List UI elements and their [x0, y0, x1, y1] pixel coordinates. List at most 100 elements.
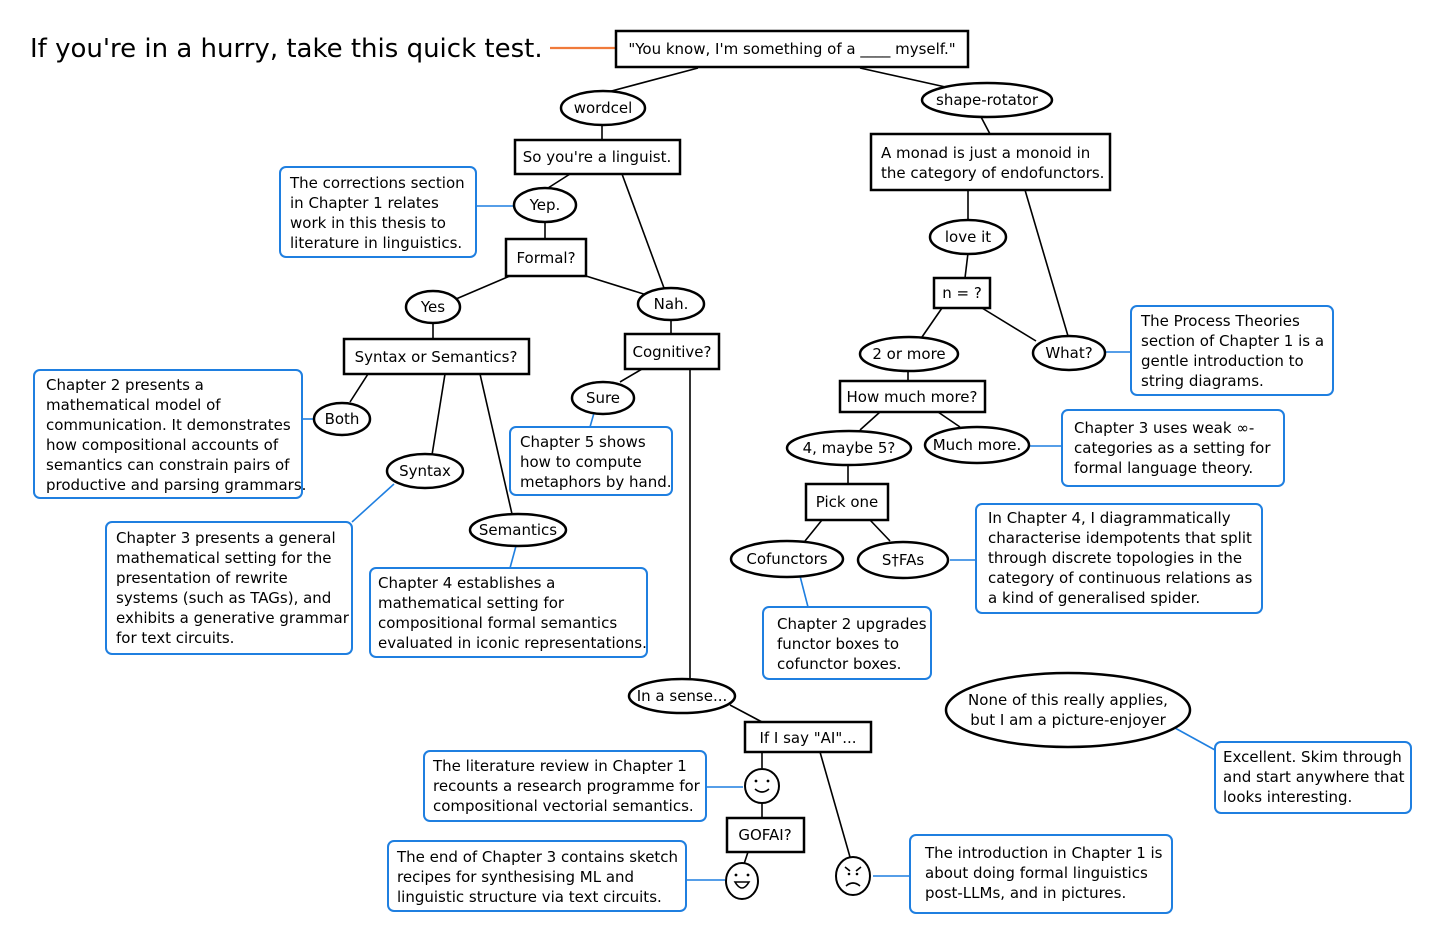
note-chapter2-upgrades-line-1: Chapter 2 upgrades [777, 615, 927, 633]
note-introduction-line-2: about doing formal linguistics [925, 864, 1148, 882]
note-corrections-line-4: literature in linguistics. [290, 234, 462, 252]
smile-face-icon [744, 768, 780, 804]
note-chapter3-weak [1061, 409, 1285, 487]
edge-root-wordcel [603, 67, 699, 94]
note-chapter4-semantics-line-1: Chapter 4 establishes a [378, 574, 555, 592]
note-literature-review-line-2: recounts a research programme for [433, 777, 701, 795]
if-ai-box [743, 720, 873, 754]
note-corrections-line-3: work in this thesis to [290, 214, 446, 232]
edge-cognitive-sure [619, 368, 643, 383]
page-title: If you're in a hurry, take this quick te… [30, 34, 543, 64]
yep-label: Yep. [529, 196, 561, 214]
connector-chapter2-upgrades [799, 575, 809, 608]
two-or-more-label: 2 or more [872, 345, 945, 363]
syntax-or-semantics-box [342, 337, 531, 376]
formal-box [504, 237, 588, 278]
answer-ellipses: wordcel shape-rotator Yep. Yes Nah. Both… [312, 81, 1192, 749]
note-chapter5-line-3: metaphors by hand. [520, 473, 672, 491]
frown-face-icon [835, 856, 871, 896]
note-chapter3-rewrite-line-4: systems (such as TAGs), and [116, 589, 331, 607]
question-boxes: "You know, I'm something of a ____ mysel… [342, 29, 1112, 854]
edge-monad-what [1024, 189, 1069, 337]
note-chapter3-weak-line-1: Chapter 3 uses weak ∞- [1074, 419, 1254, 437]
connector-chapter5 [589, 412, 595, 428]
semantics-label: Semantics [479, 521, 557, 539]
picture-enjoyer-line-1: None of this really applies, [968, 691, 1168, 709]
sure-label: Sure [586, 389, 620, 407]
nah-label: Nah. [654, 295, 689, 313]
note-skim [1214, 741, 1412, 814]
note-process-theories-line-4: string diagrams. [1141, 372, 1264, 390]
gofai-box [725, 816, 806, 854]
note-chapter4-idempotents-line-4: category of continuous relations as [988, 569, 1252, 587]
edge-n-two-or-more [921, 307, 943, 338]
note-end-chapter3 [387, 840, 687, 912]
note-process-theories-line-1: The Process Theories [1140, 312, 1300, 330]
four-maybe-five-label: 4, maybe 5? [803, 439, 896, 457]
note-literature-review-line-1: The literature review in Chapter 1 [432, 757, 687, 775]
edge-root-shape-rotator [859, 67, 951, 89]
both-ellipse [312, 401, 372, 437]
picture-enjoyer-ellipse [944, 671, 1192, 749]
chapter-notes: The corrections section in Chapter 1 rel… [33, 166, 1412, 914]
edge-linguist-yep [547, 173, 571, 189]
gofai-label: GOFAI? [738, 826, 791, 844]
root-question-label: "You know, I'm something of a ____ mysel… [628, 40, 955, 59]
note-chapter5-line-1: Chapter 5 shows [520, 433, 646, 451]
wordcel-ellipse [559, 89, 647, 127]
note-end-chapter3-line-1: The end of Chapter 3 contains sketch [396, 848, 678, 866]
shape-rotator-ellipse [920, 81, 1054, 119]
note-chapter2-model-line-3: communication. It demonstrates [46, 416, 291, 434]
note-end-chapter3-line-2: recipes for synthesising ML and [397, 868, 634, 886]
note-chapter3-weak-line-2: categories as a setting for [1074, 439, 1271, 457]
edge-linguist-nah [621, 173, 665, 289]
note-end-chapter3-line-3: linguistic structure via text circuits. [397, 888, 662, 906]
note-chapter3-rewrite-line-5: exhibits a generative grammar [116, 609, 350, 627]
note-introduction-line-1: The introduction in Chapter 1 is [924, 844, 1163, 862]
love-it-ellipse [928, 218, 1008, 256]
in-a-sense-ellipse [627, 677, 737, 715]
note-process-theories [1130, 305, 1334, 396]
note-skim-line-2: and start anywhere that [1223, 768, 1405, 786]
note-chapter2-model-line-6: productive and parsing grammars. [46, 476, 306, 494]
cognitive-box [623, 332, 721, 371]
note-chapter3-rewrite-line-3: presentation of rewrite [116, 569, 288, 587]
pick-one-box [804, 482, 890, 522]
yes-label: Yes [420, 298, 445, 316]
connector-skim [1174, 727, 1216, 751]
cofunctors-ellipse [729, 539, 845, 579]
cofunctors-label: Cofunctors [746, 550, 827, 568]
note-skim-line-1: Excellent. Skim through [1223, 748, 1402, 766]
edge-n-what [981, 307, 1037, 342]
edge-sos-both [349, 373, 369, 403]
note-literature-review [423, 750, 707, 822]
note-chapter4-semantics-line-2: mathematical setting for [378, 594, 565, 612]
yes-ellipse [404, 289, 462, 325]
note-chapter2-model-line-2: mathematical model of [46, 396, 221, 414]
note-connectors [302, 205, 1216, 881]
edge-gofai-grin [743, 851, 749, 865]
yep-ellipse [512, 186, 578, 224]
edge-formal-yes [455, 275, 511, 300]
edge-pick-one-stfas [869, 519, 891, 542]
n-box [932, 276, 992, 310]
both-label: Both [325, 410, 360, 428]
note-corrections-line-1: The corrections section [289, 174, 465, 192]
how-much-more-box [838, 379, 987, 414]
shape-rotator-label: shape-rotator [936, 91, 1039, 109]
monad-line-1: A monad is just a monoid in [881, 144, 1090, 162]
note-process-theories-line-3: gentle introduction to [1141, 352, 1304, 370]
edge-pick-one-cofunctors [804, 519, 823, 542]
what-label: What? [1045, 344, 1092, 362]
note-skim-line-3: looks interesting. [1223, 788, 1352, 806]
note-chapter4-idempotents-line-2: characterise idempotents that split [988, 529, 1252, 547]
note-introduction-line-3: post-LLMs, and in pictures. [925, 884, 1126, 902]
pick-one-label: Pick one [816, 493, 879, 511]
in-a-sense-label: In a sense... [637, 687, 728, 705]
note-chapter2-upgrades-line-3: cofunctor boxes. [777, 655, 901, 673]
syntax-ellipse [385, 452, 465, 490]
what-ellipse [1031, 334, 1107, 372]
love-it-label: love it [945, 228, 991, 246]
connector-chapter4-semantics [509, 545, 517, 569]
